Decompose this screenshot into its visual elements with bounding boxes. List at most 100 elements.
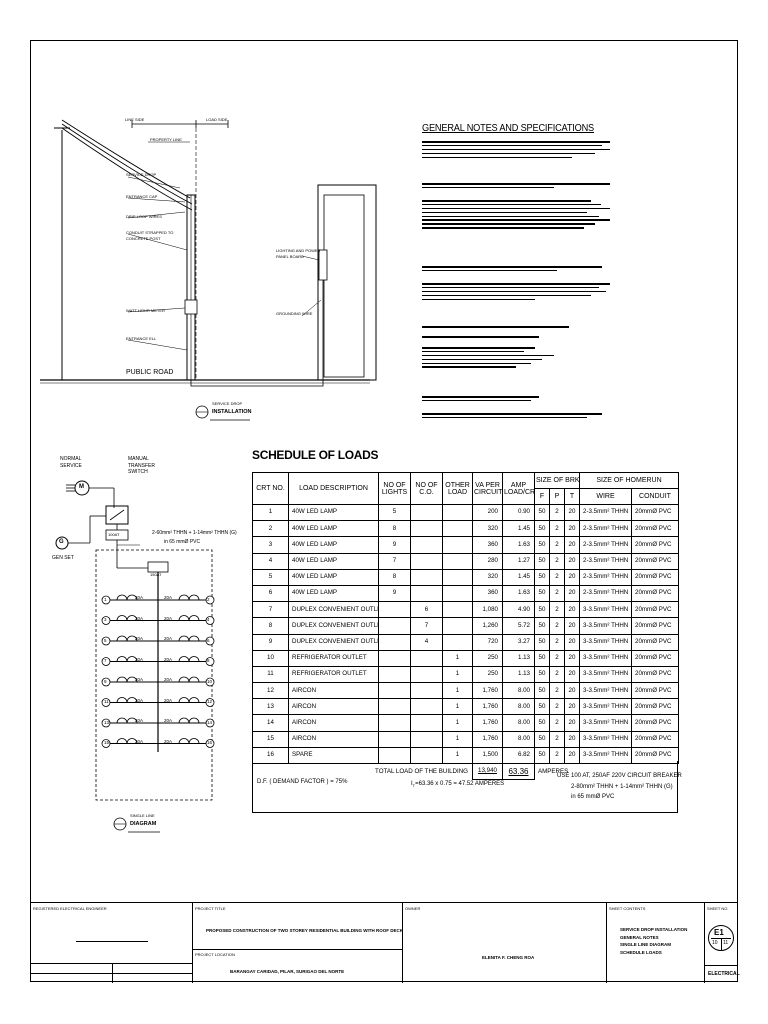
circuit-number-right: 16: [207, 740, 213, 745]
cell-desc: AIRCON: [288, 730, 379, 748]
cell-va: 1,760: [472, 682, 503, 700]
installation-caption: INSTALLATION: [212, 409, 252, 415]
project-location: BARANGAY CARIDAD, PILAR, SURIGAO DEL NOR…: [230, 969, 345, 974]
schedule-title: SCHEDULE OF LOADS: [252, 448, 379, 462]
cell-va: 1,760: [472, 698, 503, 716]
note-paragraph: [422, 183, 610, 191]
sheet-contents-item: SINGLE LINE DIAGRAM: [620, 942, 672, 947]
note-paragraph: [422, 266, 610, 274]
arc-left: [126, 738, 138, 744]
breaker-rating-right: 20A: [164, 697, 173, 703]
breaker-rating-right: 20A: [164, 718, 173, 723]
cell-lights: 5: [378, 503, 411, 522]
cell-p: 2: [549, 682, 565, 700]
cell-other: [442, 568, 473, 586]
cell-t: 20: [564, 682, 580, 700]
circuit-number-left: 13: [104, 719, 110, 725]
breaker-rating-right: 20A: [164, 677, 173, 682]
cell-conduit: 20mmØ PVC: [631, 503, 679, 522]
cell-lights: 8: [378, 520, 411, 538]
cell-no: 8: [252, 617, 289, 635]
cell-other: [442, 601, 473, 619]
cell-f: 50: [534, 682, 550, 700]
circuit-number-left: 15: [104, 740, 110, 745]
cell-conduit: 20mmØ PVC: [631, 714, 679, 732]
watt-hour-meter-label: WATT-HOUR METER: [126, 308, 165, 313]
cell-p: 2: [549, 714, 565, 732]
circuit-terminal-left: [101, 595, 111, 605]
circuit-number-left: 9: [104, 678, 107, 684]
cell-t: 20: [564, 730, 580, 748]
cell-other: [442, 633, 473, 651]
circuit-number-right: 2: [207, 596, 210, 602]
cell-lights: [378, 617, 411, 635]
note-paragraph: [422, 396, 610, 404]
sheet-contents-item: SERVICE DROP INSTALLATION: [620, 927, 688, 932]
arc-right-outer: [188, 676, 200, 683]
cell-wire: 3-3.5mm² THHN: [579, 665, 632, 684]
cell-t: 20: [564, 601, 580, 619]
cell-amp: 1.63: [502, 584, 535, 603]
cell-f: 50: [534, 584, 550, 603]
cell-conduit: 20mmØ PVC: [631, 746, 679, 765]
cell-conduit: 20mmØ PVC: [631, 698, 679, 716]
cell-p: 2: [549, 520, 565, 538]
circuit-terminal-left: [101, 616, 111, 625]
cell-desc: REFRIGERATOR OUTLET: [288, 665, 379, 684]
cell-amp: 0.90: [502, 503, 535, 522]
cell-lights: [378, 730, 411, 748]
lighting-panel-label: LIGHTING AND POWER PANEL BOARD: [276, 248, 321, 259]
col-no-of-co: NO OF C.O.: [410, 472, 443, 505]
circuit-terminal-right: [205, 616, 215, 625]
cell-f: 50: [534, 617, 550, 635]
cell-other: [442, 552, 473, 570]
cell-t: 20: [564, 584, 580, 603]
cell-t: 20: [564, 665, 580, 684]
cell-desc: AIRCON: [288, 682, 379, 700]
breaker-rating-right: 20A: [164, 738, 173, 744]
circuit-number-right: 10: [207, 678, 213, 684]
cell-f: 50: [534, 649, 550, 667]
cell-f: 50: [534, 633, 550, 651]
cell-conduit: 20mmØ PVC: [631, 665, 679, 684]
breaker-rating-left: 20A: [135, 595, 144, 600]
circuit-terminal-right: [205, 677, 215, 687]
arc-left-outer: [116, 717, 128, 724]
sheet-contents-label: SHEET CONTENTS: [609, 906, 646, 911]
cell-wire: 2-3.5mm² THHN: [579, 568, 632, 586]
circuit-number-right: 14: [207, 719, 213, 725]
arc-left: [126, 717, 138, 724]
circuit-number-right: 8: [207, 658, 210, 663]
sheet-contents-item: SCHEDULE LOADS: [620, 949, 662, 955]
cell-desc: DUPLEX CONVENIENT OUTLET: [288, 633, 379, 651]
cell-desc: REFRIGERATOR OUTLET: [288, 649, 379, 667]
cell-amp: 8.00: [502, 730, 535, 748]
cell-va: 250: [472, 665, 503, 684]
col-conduit: CONDUIT: [631, 488, 679, 505]
cell-no: 3: [252, 536, 289, 554]
installation-caption-top: SERVICE DROP: [212, 401, 243, 406]
arc-left: [126, 635, 138, 642]
circuit-terminal-right: [205, 718, 215, 728]
cell-va: 320: [472, 520, 503, 538]
cell-p: 2: [549, 633, 565, 651]
cell-t: 20: [564, 698, 580, 716]
cell-desc: DUPLEX CONVENIENT OUTLET: [288, 601, 379, 619]
col-va-per-circuit: VA PER CIRCUIT: [472, 472, 503, 505]
cell-amp: 1.63: [502, 536, 535, 554]
cell-co: [410, 536, 443, 554]
cell-amp: 1.13: [502, 665, 535, 684]
cell-wire: 3-3.5mm² THHN: [579, 730, 632, 748]
cell-t: 20: [564, 617, 580, 635]
engineer-label: REGISTERED ELECTRICAL ENGINEER: [33, 906, 107, 911]
cell-f: 50: [534, 520, 550, 538]
cell-wire: 3-3.5mm² THHN: [579, 649, 632, 667]
col-crt-no: CRT NO.: [252, 472, 289, 505]
cell-wire: 3-3.5mm² THHN: [579, 682, 632, 700]
col-size-of-homerun: SIZE OF HOMERUN: [579, 472, 679, 489]
cell-t: 20: [564, 520, 580, 538]
